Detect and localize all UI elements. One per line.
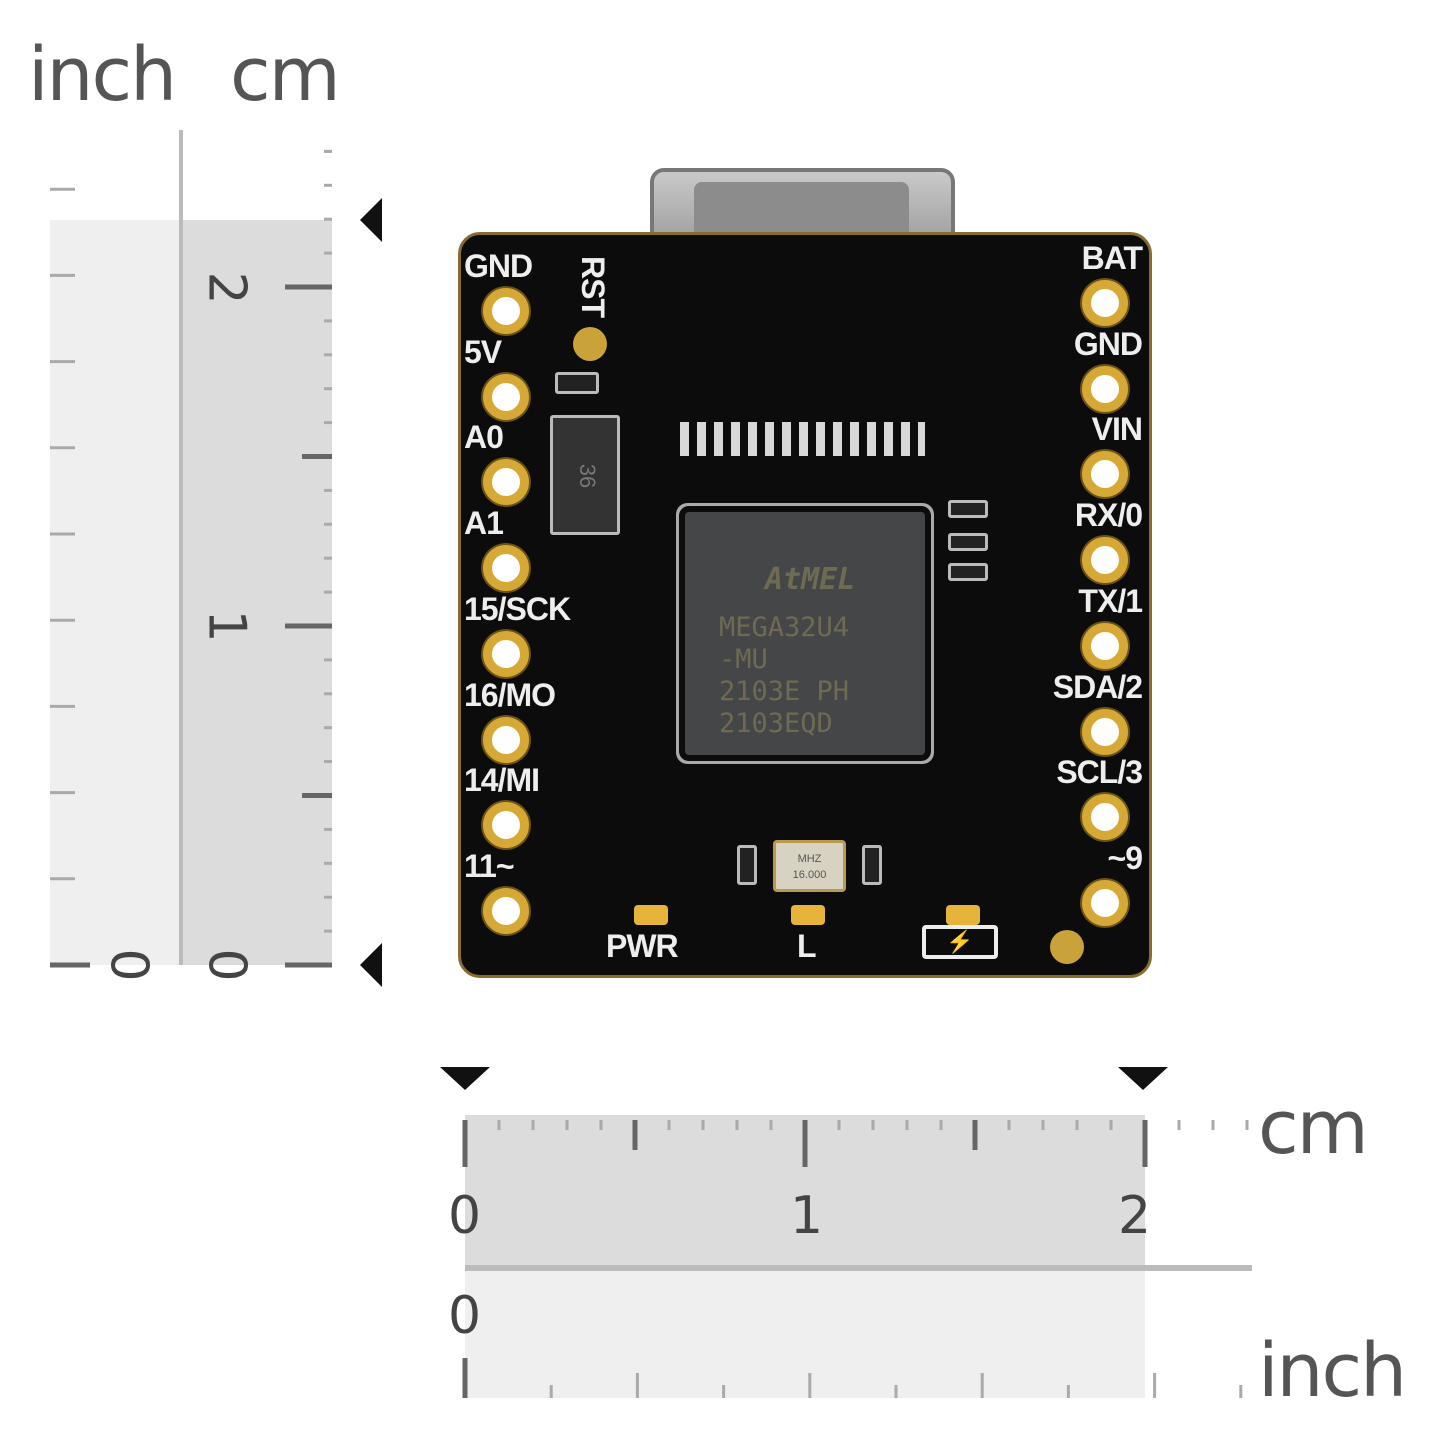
usb-pins <box>680 422 925 456</box>
pin-pad-left[interactable] <box>483 716 529 763</box>
rst-pad[interactable] <box>573 327 607 361</box>
bottom-cm-label: 1 <box>790 1186 824 1246</box>
arrow-left-marker <box>440 1067 490 1090</box>
pin-label-right: SDA/2 <box>1052 668 1143 705</box>
pin-pad-right[interactable] <box>1082 622 1128 669</box>
chip-line: MEGA32U4 <box>719 612 850 643</box>
pin-pad-right[interactable] <box>1082 365 1128 412</box>
l-label: L <box>797 928 817 964</box>
pin-label-right: VIN <box>1091 411 1143 448</box>
pin-pad-left[interactable] <box>483 288 529 334</box>
left-cm-panel <box>180 220 332 965</box>
pin-label-right: GND <box>1073 325 1143 362</box>
resistor <box>948 533 988 551</box>
pin-pad-left[interactable] <box>483 459 529 506</box>
left-cm-label: 0 <box>196 948 257 982</box>
pin-label-left: 11~ <box>464 847 515 884</box>
pin-label-right: SCL/3 <box>1056 754 1143 791</box>
pin-pad-right[interactable] <box>1082 794 1128 841</box>
microcontroller-chip: AtMEL MEGA32U4 -MU 2103E PH 2103EQD <box>685 512 925 755</box>
pin-pad-left[interactable] <box>483 630 529 677</box>
pin-label-right: BAT <box>1081 240 1143 276</box>
diode: 36 <box>550 415 620 535</box>
pin-pad-right[interactable] <box>1082 280 1128 326</box>
arrow-top-marker <box>360 198 382 242</box>
pin-label-left: 5V <box>464 333 502 370</box>
l-led <box>791 905 825 925</box>
pin-label-right: TX/1 <box>1078 582 1143 619</box>
bottom-cm-label: 0 <box>448 1186 482 1246</box>
pin-pad-right[interactable] <box>1082 708 1128 755</box>
pin-label-left: A0 <box>464 419 504 456</box>
chip-logo: AtMEL <box>765 562 856 597</box>
pin-pad-right[interactable] <box>1082 537 1128 584</box>
pwr-led <box>634 905 668 925</box>
resistor <box>555 372 599 394</box>
pin-label-left: 15/SCK <box>464 590 571 627</box>
unit-label-cm-bottom: cm <box>1258 1085 1369 1171</box>
pin-pad-right[interactable] <box>1082 879 1128 926</box>
pin-pad-left[interactable] <box>483 545 529 592</box>
capacitor <box>862 845 882 885</box>
pwr-label: PWR <box>606 928 679 964</box>
left-inch-label: 0 <box>98 948 159 982</box>
left-cm-label: 2 <box>196 271 257 305</box>
pin-label-left: 14/MI <box>464 762 540 799</box>
resistor <box>948 500 988 518</box>
diode-marking: 36 <box>575 463 601 489</box>
crystal-freq: 16.000 <box>792 869 827 881</box>
bottom-cm-label: 2 <box>1118 1186 1152 1246</box>
capacitor <box>737 845 757 885</box>
arrow-right-marker <box>1118 1067 1168 1090</box>
crystal: MHZ 16.000 <box>773 840 846 892</box>
chip-line: -MU <box>719 644 768 675</box>
charge-led <box>946 905 980 925</box>
mounting-pad <box>1050 930 1084 964</box>
crystal-unit: MHZ <box>797 853 822 865</box>
pin-pad-left[interactable] <box>483 373 529 420</box>
left-cm-label: 1 <box>196 609 257 643</box>
chip-line: 2103E PH <box>719 676 850 707</box>
chip-line: 2103EQD <box>719 708 833 739</box>
bottom-inch-panel <box>465 1268 1145 1398</box>
pin-label-right: ~9 <box>1107 839 1143 876</box>
unit-label-inch: inch <box>28 32 177 118</box>
pin-pad-left[interactable] <box>483 887 529 934</box>
pin-pad-right[interactable] <box>1082 451 1128 498</box>
pin-label-right: RX/0 <box>1074 497 1143 534</box>
bottom-inch-label: 0 <box>448 1286 482 1346</box>
pin-label-left: 16/MO <box>464 676 556 713</box>
pin-label-left: A1 <box>464 505 504 542</box>
battery-charge-icon: ⚡ <box>922 925 998 959</box>
unit-label-inch-bottom: inch <box>1258 1328 1407 1414</box>
left-inch-panel <box>50 220 180 965</box>
rst-label: RST <box>575 256 611 317</box>
unit-label-cm: cm <box>230 32 341 118</box>
arrow-bottom-marker <box>360 943 382 987</box>
pin-pad-left[interactable] <box>483 802 529 849</box>
resistor <box>948 563 988 581</box>
pin-label-left: GND <box>464 248 533 284</box>
